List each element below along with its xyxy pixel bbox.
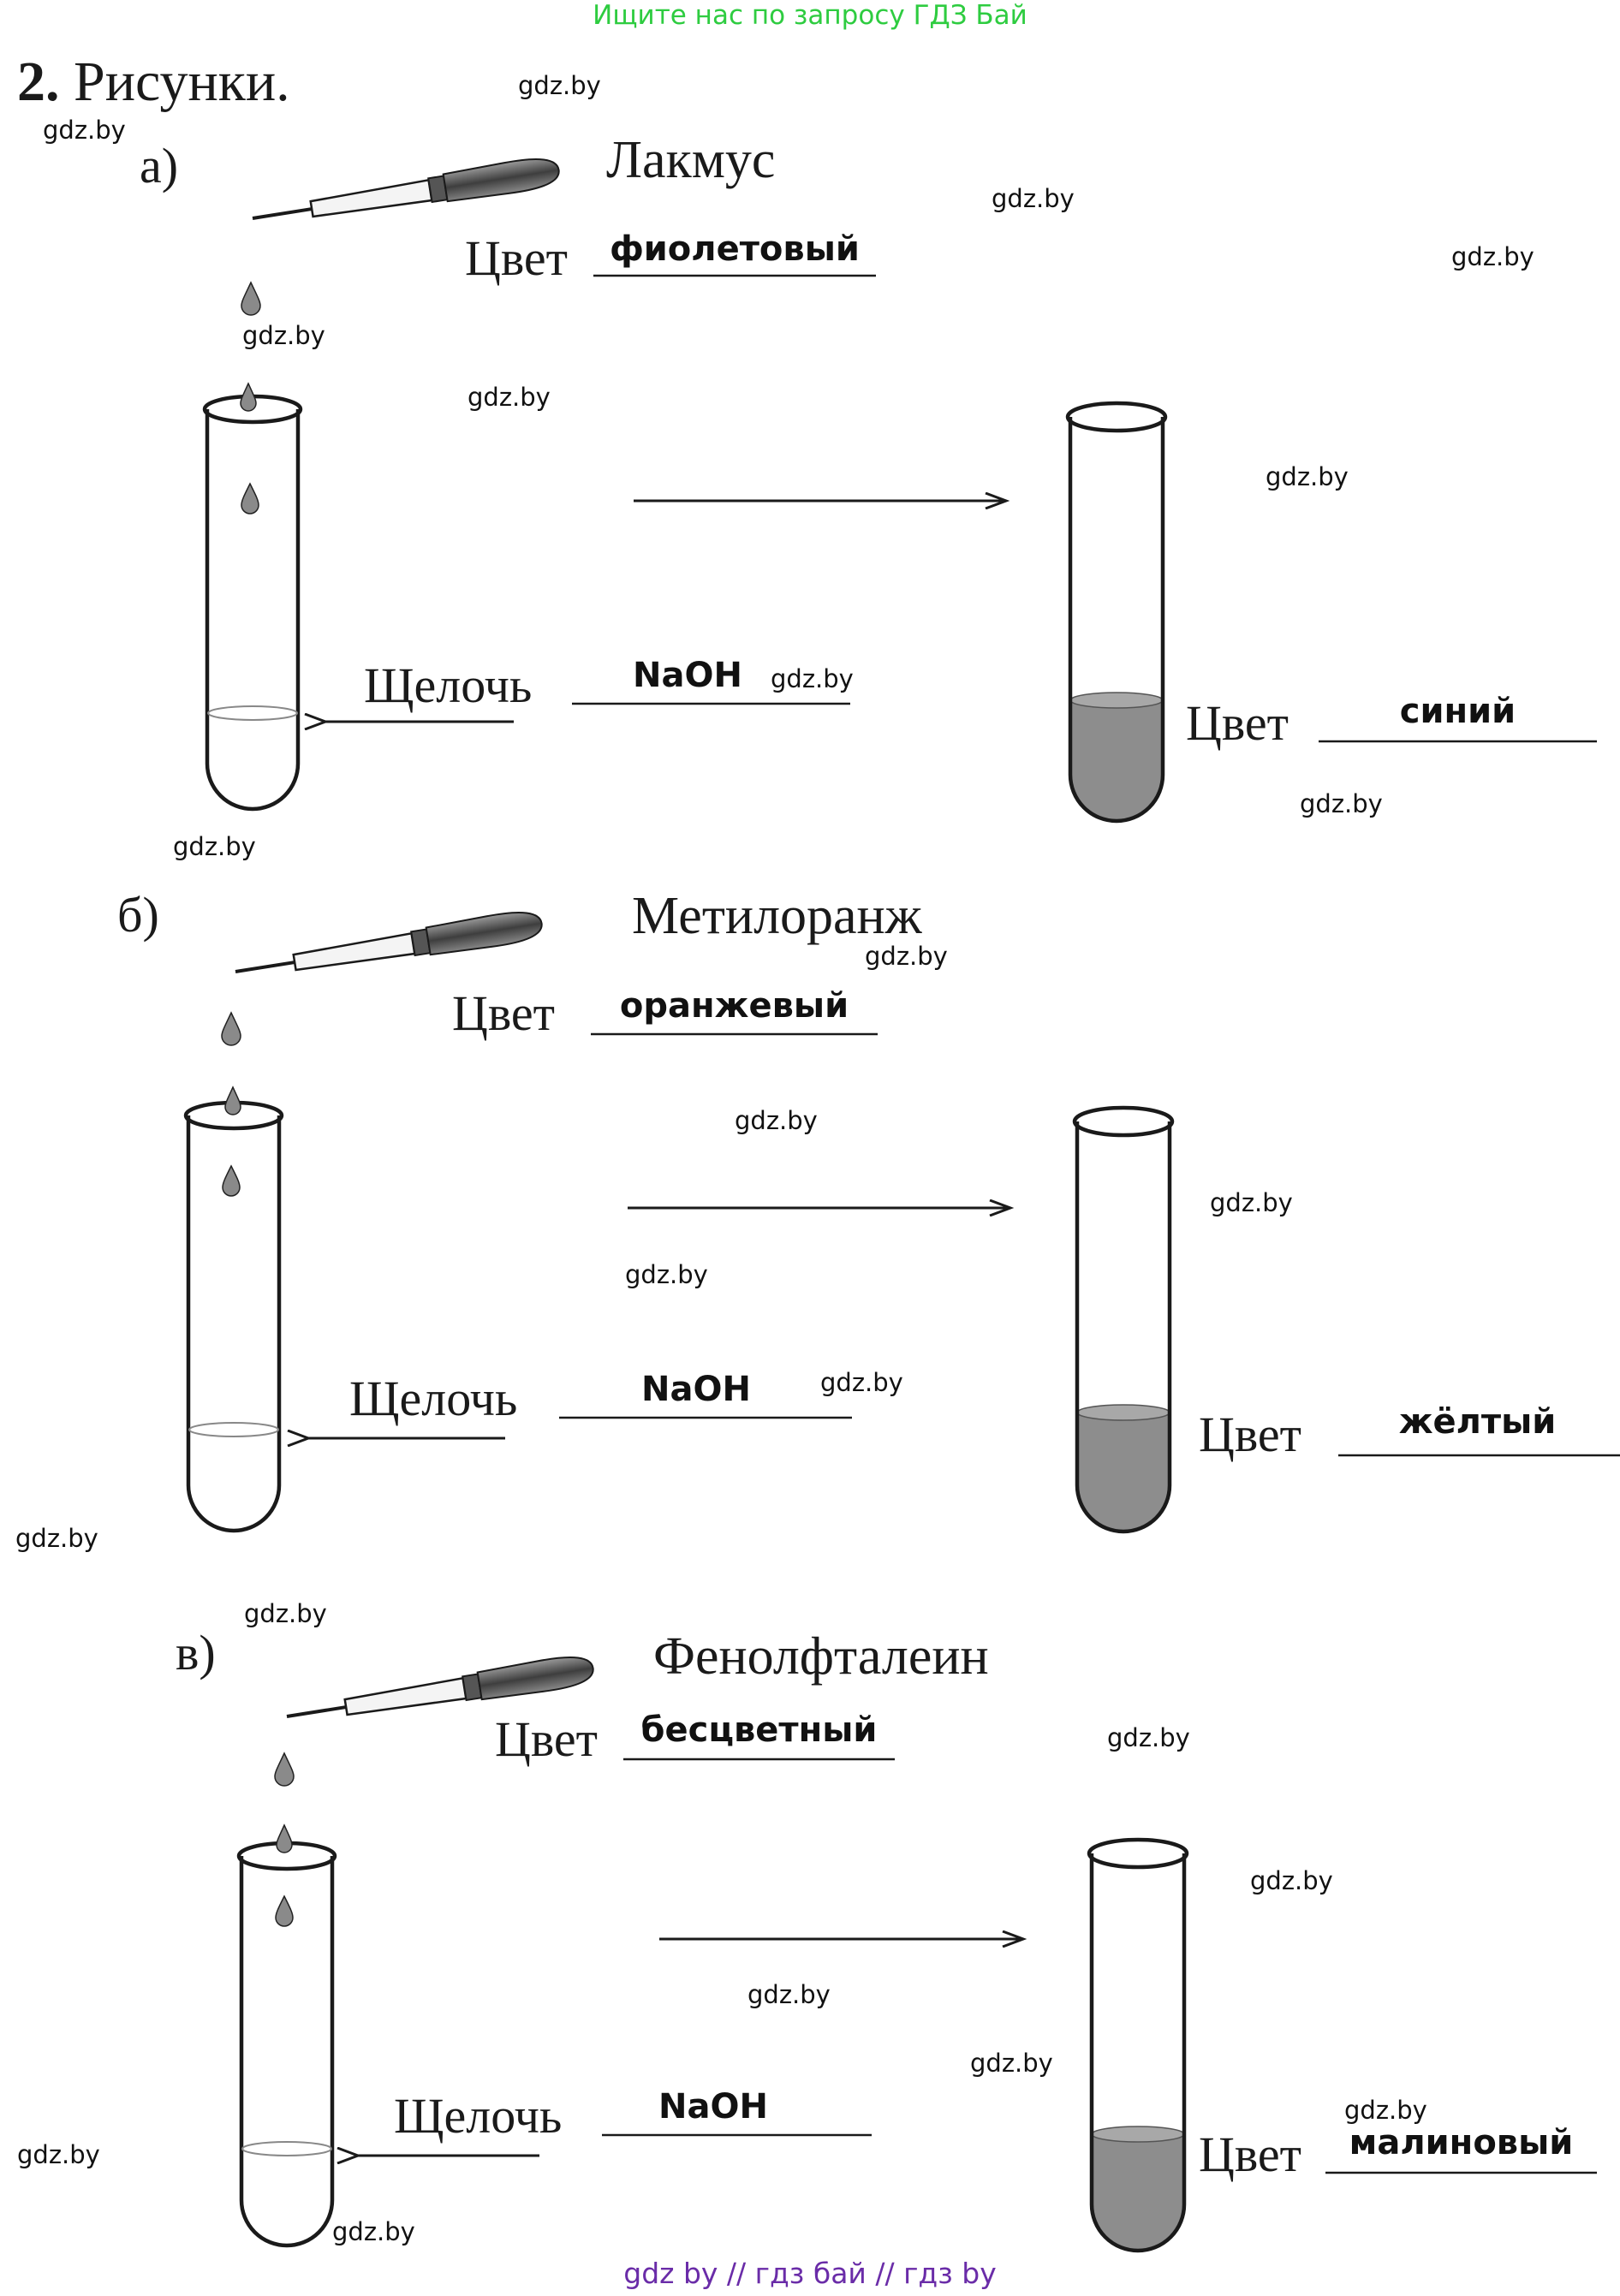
result-color-answer: жёлтый <box>1398 1402 1557 1442</box>
watermark: gdz.by <box>332 2217 415 2246</box>
watermark: gdz.by <box>865 942 948 971</box>
test-tube-result <box>1065 401 1168 824</box>
drop-icon <box>241 281 261 316</box>
watermark: gdz.by <box>43 116 126 145</box>
watermark: gdz.by <box>242 321 325 350</box>
pipette-icon <box>252 158 560 220</box>
alkali-label: Щелочь <box>364 657 533 713</box>
watermark: gdz.by <box>992 184 1075 213</box>
watermark: gdz.by <box>1250 1866 1333 1895</box>
color-label: Цвет <box>452 985 556 1041</box>
watermark: gdz.by <box>17 2140 100 2169</box>
watermark: gdz.by <box>1266 462 1349 491</box>
watermark: gdz.by <box>625 1260 708 1289</box>
watermark: gdz.by <box>173 832 256 861</box>
top-banner[interactable]: Ищите нас по запросу ГДЗ Бай <box>593 0 1027 31</box>
page-title: 2. Рисунки. <box>17 50 290 115</box>
task-number: 2. <box>17 51 60 113</box>
bottom-banner[interactable]: gdz by // гдз бай // гдз by <box>623 2257 997 2290</box>
result-color-answer: малиновый <box>1349 2123 1574 2162</box>
drop-icon <box>275 1894 294 1927</box>
indicator-name: Лакмус <box>606 131 776 189</box>
indicator-name: Метилоранж <box>632 887 922 945</box>
test-tube-initial <box>202 382 303 812</box>
watermark: gdz.by <box>1344 2096 1427 2125</box>
drop-icon <box>274 1752 295 1787</box>
test-tube-initial <box>236 1823 337 2248</box>
indicator-color-answer: фиолетовый <box>610 229 860 269</box>
watermark: gdz.by <box>1451 242 1534 271</box>
drop-icon <box>241 482 259 515</box>
color-label: Цвет <box>465 230 569 286</box>
alkali-label: Щелочь <box>349 1371 518 1426</box>
indicator-color-answer: бесцветный <box>640 1710 878 1750</box>
alkali-answer: NaOH <box>658 2087 768 2126</box>
watermark: gdz.by <box>747 1980 831 2009</box>
color-label: Цвет <box>495 1711 599 1767</box>
pipette-icon <box>286 1657 594 1718</box>
alkali-answer: NaOH <box>633 656 742 695</box>
indicator-name: Фенолфталеин <box>653 1627 989 1686</box>
watermark: gdz.by <box>1107 1723 1190 1752</box>
task-title: Рисунки. <box>74 51 290 113</box>
watermark: gdz.by <box>1300 789 1383 818</box>
drop-icon <box>221 1011 241 1046</box>
drop-icon <box>222 1164 241 1197</box>
watermark: gdz.by <box>244 1599 327 1628</box>
color-label: Цвет <box>1199 2126 1302 2182</box>
watermark: gdz.by <box>518 71 601 100</box>
alkali-answer: NaOH <box>641 1370 751 1409</box>
drop-icon <box>224 1086 241 1115</box>
test-tube-result <box>1072 1105 1175 1534</box>
watermark: gdz.by <box>15 1524 98 1553</box>
drop-icon <box>276 1823 293 1853</box>
test-tube-result <box>1087 1837 1189 2253</box>
section-letter: б) <box>117 887 159 943</box>
alkali-label: Щелочь <box>394 2088 563 2144</box>
section-letter: в) <box>176 1625 216 1680</box>
result-color-answer: синий <box>1399 692 1516 731</box>
pipette-icon <box>235 912 543 973</box>
color-label: Цвет <box>1199 1407 1302 1462</box>
test-tube-initial <box>183 1086 284 1533</box>
watermark: gdz.by <box>735 1106 818 1135</box>
section-letter: а) <box>140 138 179 193</box>
indicator-color-answer: оранжевый <box>619 986 849 1026</box>
watermark: gdz.by <box>468 383 551 412</box>
watermark: gdz.by <box>1210 1188 1293 1217</box>
watermark: gdz.by <box>820 1368 903 1397</box>
color-label: Цвет <box>1186 695 1289 751</box>
drop-icon <box>240 382 257 412</box>
watermark: gdz.by <box>771 664 854 693</box>
watermark: gdz.by <box>970 2049 1053 2078</box>
